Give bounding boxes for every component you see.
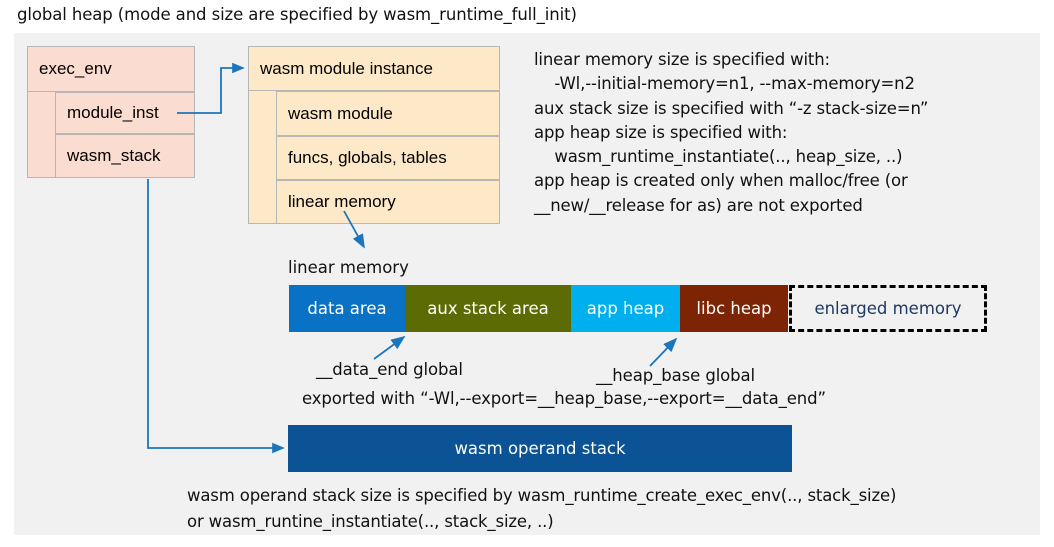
memory-segment-label: libc heap (696, 299, 772, 318)
linear-memory-bar: data area aux stack area app heap libc heap… (289, 285, 987, 332)
wasm-operand-stack-box: wasm operand stack (288, 425, 792, 472)
module-instance-field-linear-memory-label: linear memory (288, 192, 396, 211)
module-instance-field-wasm-module: wasm module (276, 91, 500, 136)
exec-env-header: exec_env (27, 46, 195, 92)
annotation-heap-base: __heap_base global (596, 366, 756, 385)
module-instance-field-wasm-module-label: wasm module (288, 103, 393, 123)
memory-segment-aux-stack-area: aux stack area (405, 285, 571, 332)
exec-env-field-module-inst: module_inst (55, 92, 195, 134)
exec-env-header-label: exec_env (39, 59, 112, 78)
linear-memory-caption: linear memory (288, 258, 409, 277)
operand-stack-notes: wasm operand stack size is specified by … (187, 486, 897, 531)
wasm-operand-stack-label: wasm operand stack (454, 439, 626, 458)
annotation-exported-with: exported with “-Wl,--export=__heap_base,… (302, 389, 826, 408)
memory-segment-label: aux stack area (427, 299, 549, 318)
exec-env-field-wasm-stack-label: wasm_stack (67, 146, 161, 165)
exec-env-field-wasm-stack: wasm_stack (55, 134, 195, 178)
module-instance-field-funcs-globals-tables: funcs, globals, tables (276, 136, 500, 180)
memory-segment-label: data area (307, 299, 387, 318)
exec-env-field-module-inst-label: module_inst (67, 103, 159, 122)
memory-segment-label: app heap (586, 299, 665, 318)
annotation-data-end: __data_end global (316, 360, 463, 379)
module-instance-field-funcs-globals-tables-label: funcs, globals, tables (288, 148, 447, 167)
memory-segment-enlarged-memory: enlarged memory (789, 285, 987, 332)
module-instance-field-linear-memory: linear memory (276, 180, 500, 224)
memory-segment-label: enlarged memory (814, 299, 962, 318)
module-instance-header: wasm module instance (248, 46, 500, 91)
memory-segment-data-area: data area (289, 285, 405, 332)
page-title: global heap (mode and size are specified… (17, 5, 577, 24)
linear-memory-notes: linear memory size is specified with: -W… (534, 50, 929, 215)
module-instance-header-label: wasm module instance (260, 58, 433, 78)
memory-segment-libc-heap: libc heap (680, 285, 788, 332)
memory-segment-app-heap: app heap (571, 285, 680, 332)
